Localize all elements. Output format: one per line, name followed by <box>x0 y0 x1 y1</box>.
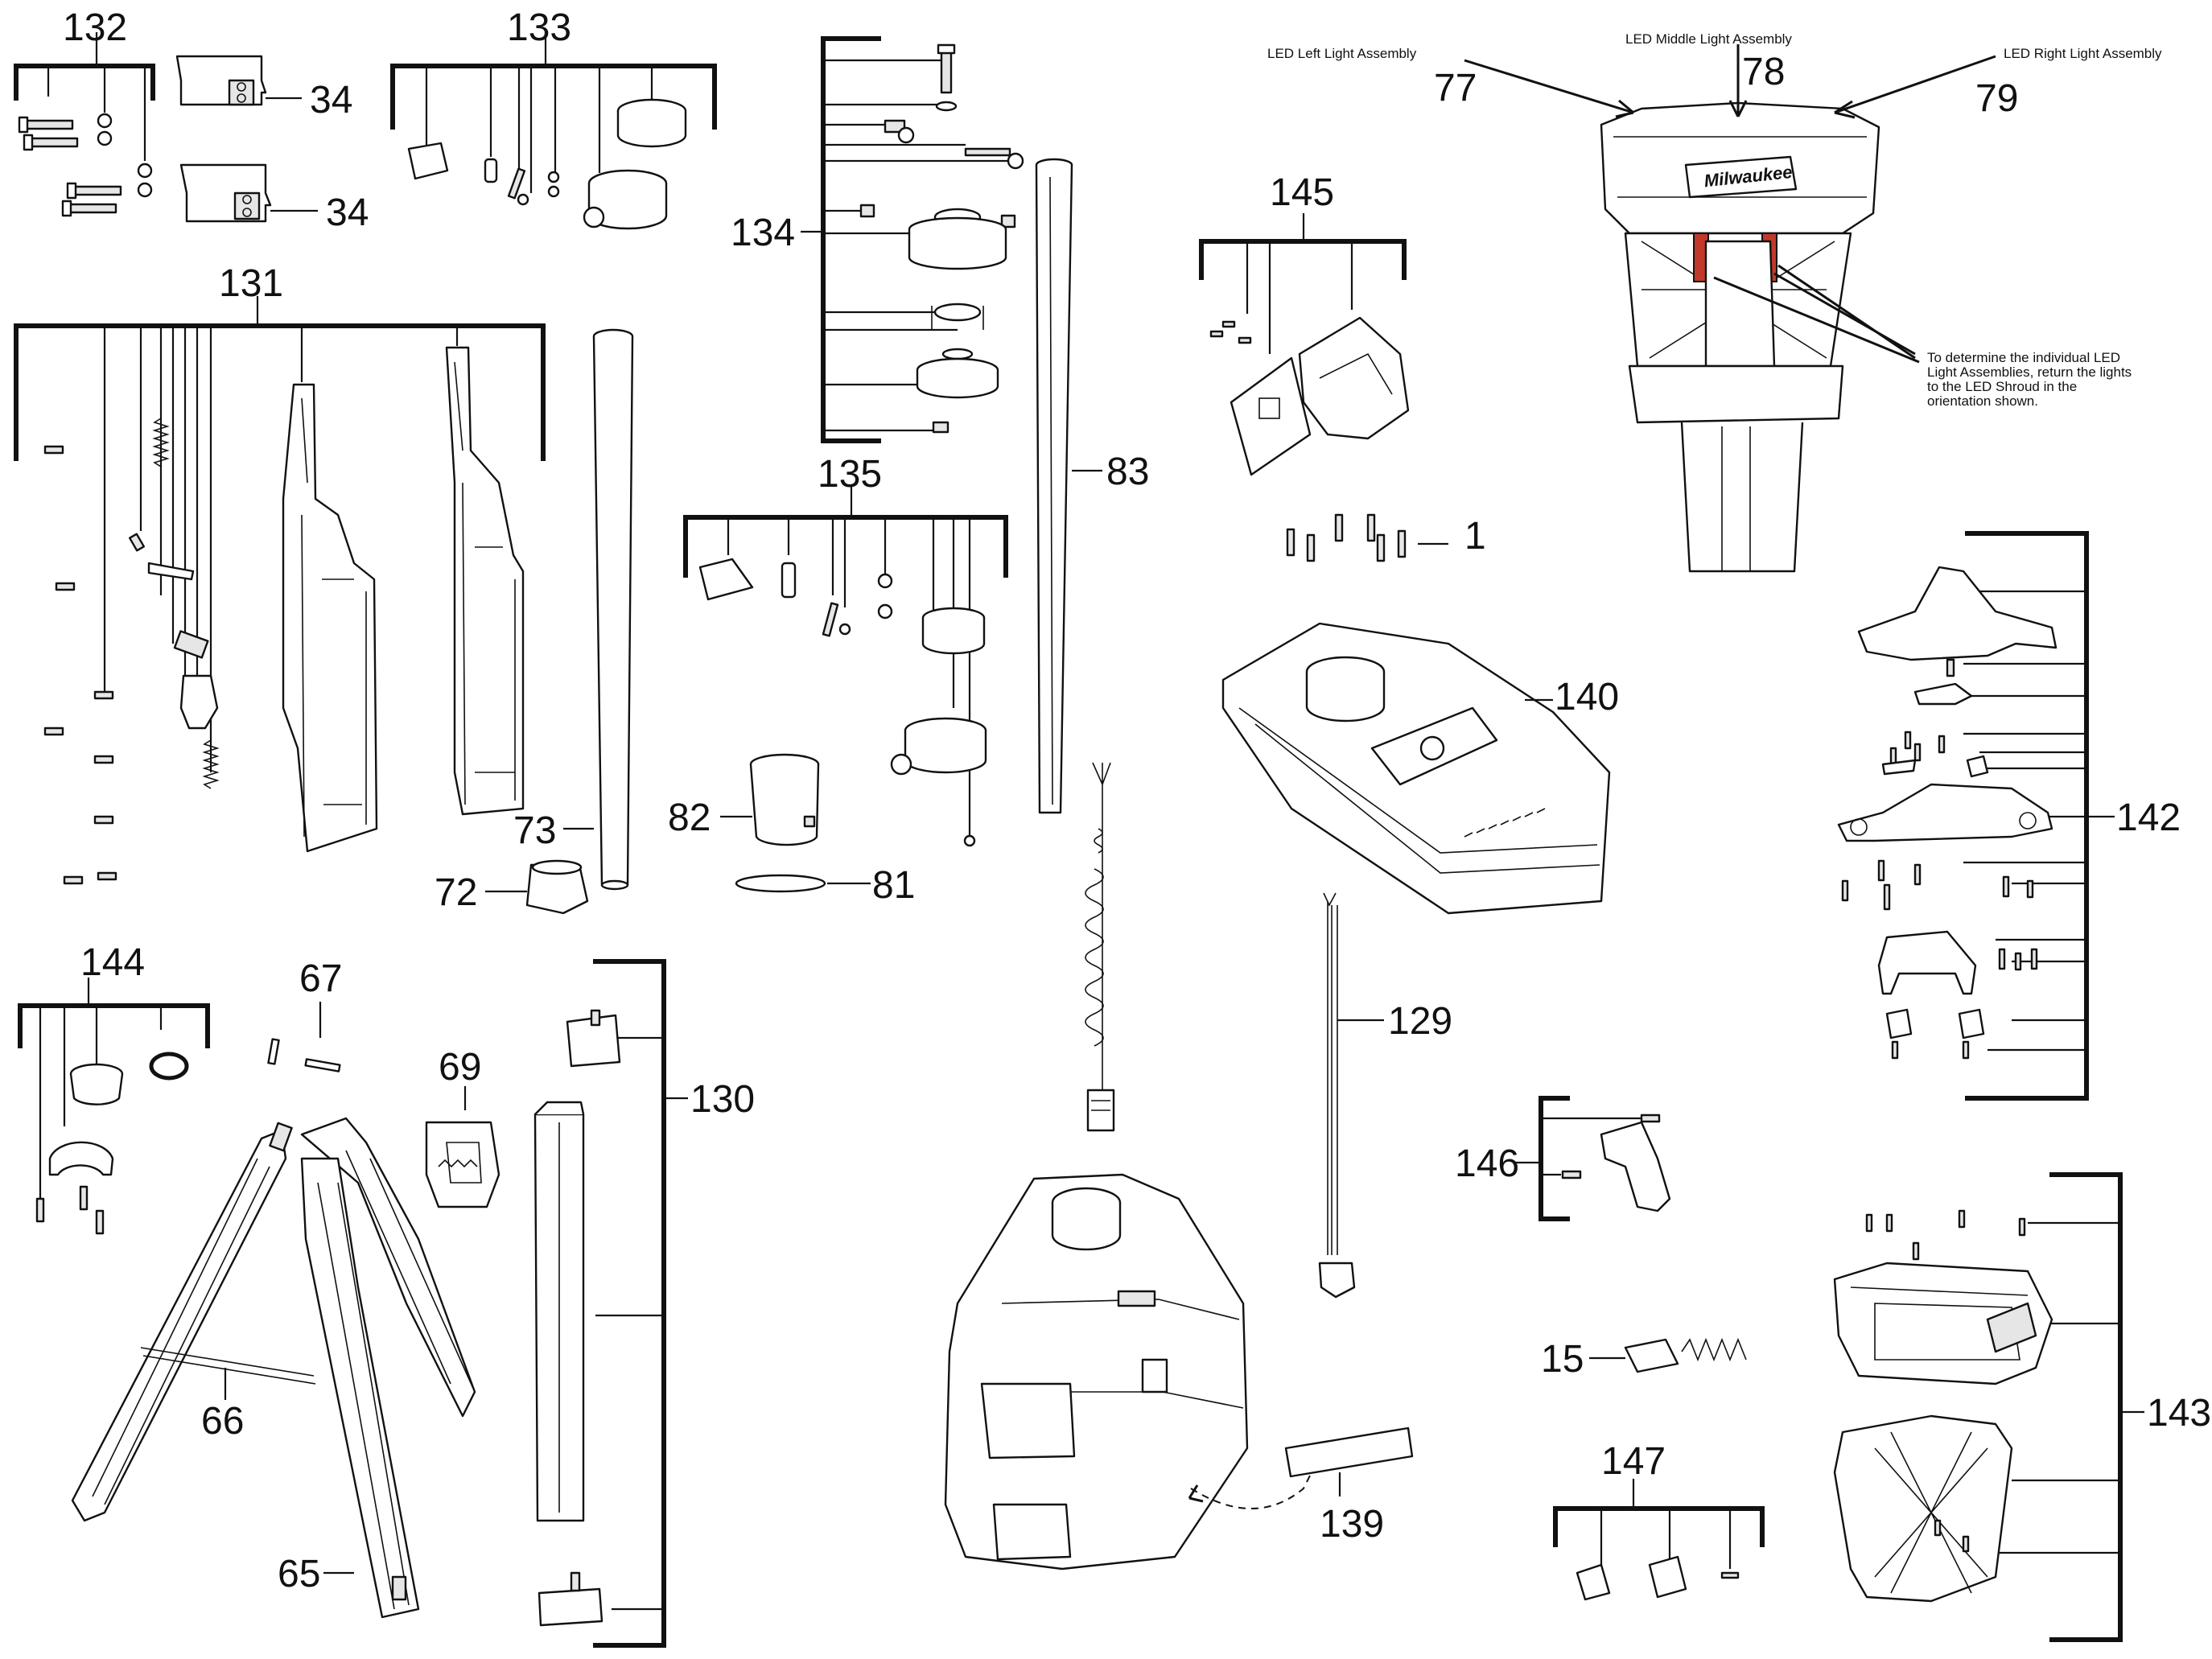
oring-81 <box>735 874 871 893</box>
callout-135: 135 <box>818 453 882 496</box>
group-142-shroud <box>1837 531 2115 1101</box>
callout-1: 1 <box>1464 515 1486 558</box>
callout-67: 67 <box>299 957 342 1000</box>
tripod-legs <box>71 1117 476 1619</box>
light-head-assembly: Milwaukee <box>1464 44 1996 573</box>
group-132-screws <box>14 32 155 217</box>
callout-142: 142 <box>2116 797 2181 839</box>
callout-139: 139 <box>1320 1503 1384 1546</box>
callout-79: 79 <box>1975 77 2018 120</box>
label-led-right: LED Right Light Assembly <box>2004 46 2162 61</box>
note-line-3: to the LED Shroud in the <box>1927 379 2077 394</box>
callout-65: 65 <box>278 1553 320 1595</box>
group-144-clamp <box>18 978 210 1235</box>
pins-67 <box>267 1002 341 1072</box>
callout-77: 77 <box>1434 67 1477 109</box>
note-line-1: To determine the individual LED <box>1927 350 2120 365</box>
callout-133: 133 <box>507 6 571 49</box>
callout-34-top: 34 <box>310 79 352 121</box>
group-147-fasteners <box>1553 1479 1765 1601</box>
group-133-clamp-kit <box>390 32 717 230</box>
callout-34-bottom: 34 <box>326 191 369 234</box>
screw <box>18 116 74 134</box>
callout-134: 134 <box>731 212 795 254</box>
sleeve-82 <box>720 753 820 846</box>
callout-132: 132 <box>63 6 127 49</box>
group-134-head-parts <box>801 36 1024 443</box>
callout-131: 131 <box>219 262 283 305</box>
bracket-34-top <box>175 55 302 106</box>
callout-73: 73 <box>513 809 556 852</box>
callout-81: 81 <box>872 864 915 907</box>
screw <box>66 182 122 200</box>
group-130-mast <box>533 959 688 1648</box>
callout-140: 140 <box>1555 676 1619 718</box>
latch-69 <box>425 1086 500 1208</box>
callout-145: 145 <box>1270 171 1334 214</box>
label-139 <box>1284 1426 1414 1496</box>
screw <box>61 200 117 217</box>
note-line-4: orientation shown. <box>1927 393 2038 409</box>
callout-129: 129 <box>1388 1000 1452 1043</box>
group-135-collar-kit <box>683 487 1008 847</box>
base-housing <box>944 1173 1328 1570</box>
callout-66: 66 <box>201 1400 244 1443</box>
callout-69: 69 <box>439 1046 481 1089</box>
screw <box>23 134 79 151</box>
bracket-34-bottom <box>179 163 318 223</box>
wire-harness <box>1085 762 1115 1132</box>
tube-83 <box>1035 158 1102 814</box>
group-145-mount <box>1199 213 1410 476</box>
callout-130: 130 <box>690 1078 755 1121</box>
connector-15 <box>1589 1337 1747 1373</box>
callout-82: 82 <box>668 797 711 839</box>
wire-129 <box>1318 892 1384 1299</box>
tube-73 <box>563 328 634 891</box>
callout-146: 146 <box>1455 1142 1519 1185</box>
callout-15: 15 <box>1541 1338 1584 1381</box>
orientation-note: To determine the individual LED Light As… <box>1927 350 2132 409</box>
callout-147: 147 <box>1601 1440 1666 1483</box>
group-131-handle <box>14 296 546 885</box>
group-146-hook <box>1514 1096 1671 1221</box>
label-led-left: LED Left Light Assembly <box>1267 46 1417 61</box>
callout-72: 72 <box>435 871 477 914</box>
battery-door-140 <box>1221 622 1611 915</box>
collar-72 <box>485 859 589 915</box>
callout-143: 143 <box>2147 1392 2211 1435</box>
callout-144: 144 <box>80 941 145 984</box>
note-line-2: Light Assemblies, return the lights <box>1927 364 2132 380</box>
group-143-housing <box>1833 1172 2144 1642</box>
label-led-middle: LED Middle Light Assembly <box>1625 31 1792 47</box>
callout-78: 78 <box>1742 51 1785 93</box>
callout-83: 83 <box>1106 451 1149 493</box>
screws-1 <box>1286 513 1448 562</box>
